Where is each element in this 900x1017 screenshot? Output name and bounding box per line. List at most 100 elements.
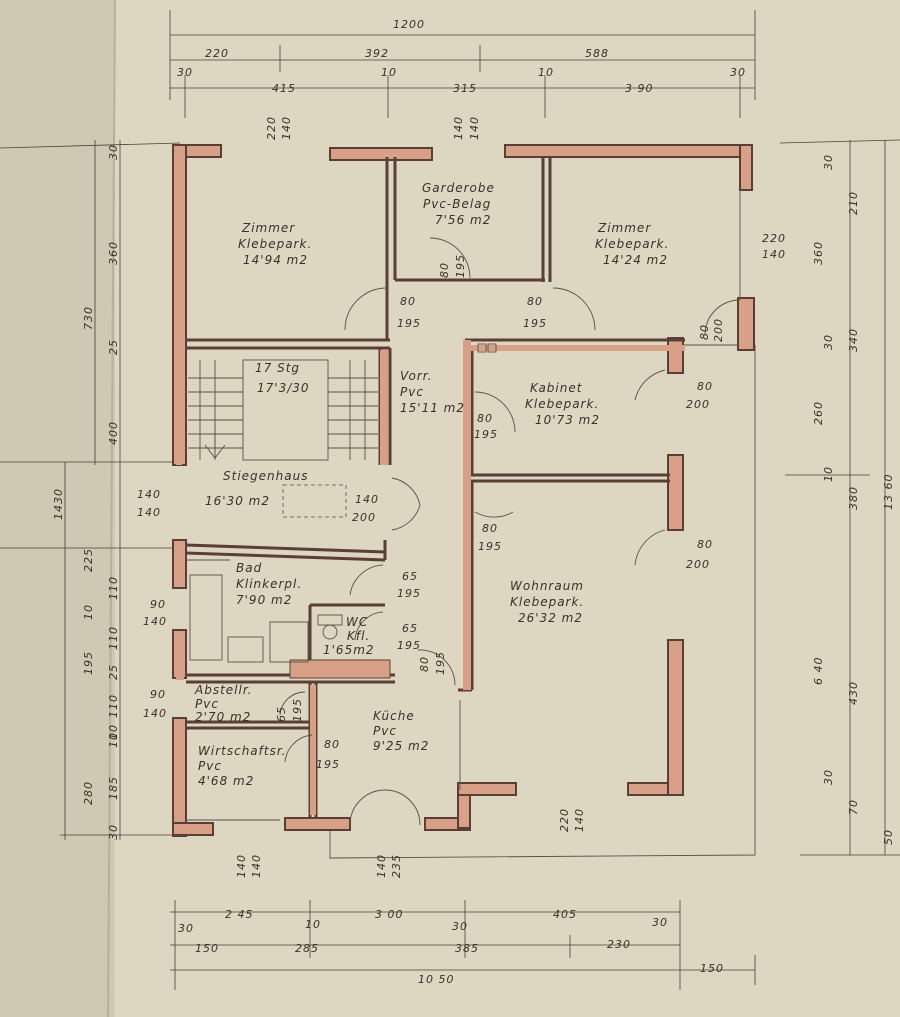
opening-dim: 90 [150,598,166,611]
room-name: WC [346,615,368,629]
dim-left-30: 30 [107,144,120,160]
room-vorraum: Vorr. Pvc 15'11 m2 [400,369,465,415]
room-area: 15'11 m2 [400,401,465,415]
opening-dim: 220 [265,116,278,140]
dim-bottom-30c: 30 [652,916,668,929]
room-kueche: Küche Pvc 9'25 m2 [373,709,429,753]
room-name: Wohnraum [510,579,584,593]
dim-bottom-230: 230 [607,938,631,951]
opening-dim: 140 [143,707,167,720]
dim-left-1430: 1430 [52,488,65,520]
room-wirtschaft: Wirtschaftsr. Pvc 4'68 m2 [198,744,286,788]
room-floor: Pvc [373,724,397,738]
dim-left-110c: 110 [107,694,120,718]
room-floor: Kfl. [347,629,370,643]
opening-dim: 80 [482,522,498,535]
dim-bottom-285: 285 [295,942,319,955]
dim-top-30b: 30 [730,66,746,79]
dim-top-588: 588 [585,47,609,60]
room-floor: Pvc [195,697,219,711]
dim-right-30c: 30 [822,769,835,785]
room-kabinet: Kabinet Klebepark. 10'73 m2 [525,381,599,427]
opening-dim: 195 [478,540,502,553]
opening-dim: 195 [291,698,304,722]
dim-left-360: 360 [107,241,120,265]
dim-top-30a: 30 [177,66,193,79]
stair-count: 17 Stg [255,361,300,375]
door-abstell [279,691,306,716]
washing-machine [269,621,309,663]
paper-fold-line [107,0,116,1017]
opening-dim: 235 [390,854,403,878]
room-area: 4'68 m2 [198,774,254,788]
top-dimensions: 1200 220 392 588 30 415 10 315 10 3 90 3… [169,10,756,118]
wall-hatching [176,340,685,815]
room-area: 26'32 m2 [518,611,583,625]
room-floor: Klebepark. [525,397,599,411]
opening-dim: 140 [573,808,586,832]
opening-dim: 195 [454,254,467,278]
opening-dim: 195 [316,758,340,771]
sanitary-fixtures [186,343,497,663]
room-name: Kabinet [530,381,583,395]
opening-dim: 140 [137,506,161,519]
washbasin [227,636,264,663]
dim-left-10c: 10 [107,732,120,748]
dim-left-110a: 110 [107,576,120,600]
opening-dim: 80 [400,295,416,308]
door-kueche-out-a [349,789,386,826]
door-wohnraum [474,511,514,518]
room-bad: Bad Klinkerpl. 7'90 m2 [236,561,301,607]
door-kabinet [474,391,516,433]
dim-left-10a: 10 [82,604,95,620]
opening-dim: 200 [686,398,710,411]
room-area: 14'24 m2 [603,253,668,267]
opening-dim: 140 [468,116,481,140]
chimney-a [477,343,487,353]
room-floor: Pvc-Belag [423,197,491,211]
opening-dim: 140 [355,493,379,506]
dim-bottom-405: 405 [553,908,577,921]
opening-dim: 80 [477,412,493,425]
opening-dim: 80 [697,538,713,551]
room-area: 9'25 m2 [373,739,429,753]
opening-dim: 140 [375,854,388,878]
dim-right-70: 70 [847,799,860,815]
dim-bottom-385: 385 [455,942,479,955]
room-name: Abstellr. [194,683,252,697]
stair-ratio: 17'3/30 [257,381,310,395]
room-area: 14'94 m2 [243,253,308,267]
room-name: Zimmer [241,221,295,235]
room-floor: Pvc [400,385,424,399]
room-name: Bad [236,561,262,575]
room-area: 7'90 m2 [236,593,292,607]
dim-bottom-1050: 10 50 [418,973,455,986]
door-zimmer-right [552,287,596,331]
room-name: Wirtschaftsr. [198,744,286,758]
door-wirtschaft [284,734,313,763]
dim-left-25: 25 [107,339,120,355]
dim-left-225: 225 [82,548,95,572]
dim-right-340: 340 [847,328,860,352]
room-wc: WC Kfl. 1'65m2 [323,615,374,657]
dim-right-360: 360 [812,241,825,265]
dim-top-220: 220 [205,47,229,60]
opening-dim: 65 [402,622,418,635]
room-name: Vorr. [400,369,432,383]
dim-right-380: 380 [847,486,860,510]
opening-dim: 140 [137,488,161,501]
dim-right-30b: 30 [822,334,835,350]
opening-dim: 80 [418,656,431,672]
dim-right-10: 10 [822,466,835,482]
opening-dim: 80 [324,738,340,751]
opening-dim: 65 [402,570,418,583]
dim-right-640: 6 40 [812,657,825,686]
opening-dim: 140 [452,116,465,140]
dim-bottom-245: 2 45 [225,908,254,921]
door-wohnraum-terrace [634,529,666,566]
dim-top-392: 392 [365,47,389,60]
room-floor: Klebepark. [595,237,669,251]
opening-dim: 200 [712,318,725,342]
paper-fold-left [0,0,115,1017]
opening-dim: 195 [474,428,498,441]
